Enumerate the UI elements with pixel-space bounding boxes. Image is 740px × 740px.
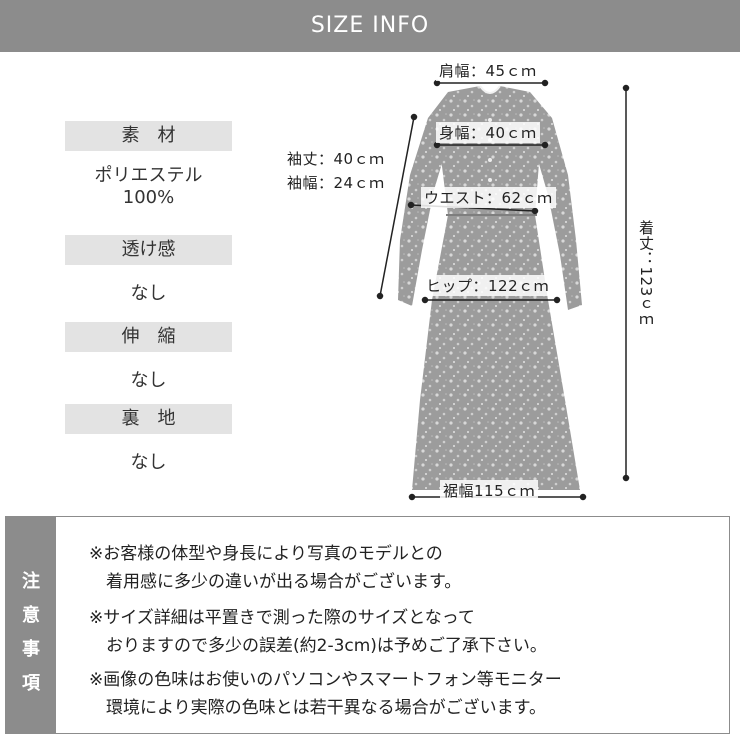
total-length-label: 着丈：123ｃｍ [637, 220, 655, 328]
bodice [440, 86, 540, 215]
waist-label: ウエスト：62ｃｍ [421, 187, 556, 208]
shoulder-width-label: 肩幅：45ｃｍ [436, 60, 540, 81]
note-line-4: おりますので多少の誤差(約2-3cm)は予めご了承下さい。 [89, 636, 547, 656]
chest-width-label: 身幅：40ｃｍ [436, 122, 540, 143]
skirt [412, 215, 580, 490]
notes-side-char-2: 意 [22, 605, 40, 626]
notes-side-label: 注 意 事 項 [6, 517, 56, 733]
stretch-label: 伸 縮 [65, 322, 232, 352]
note-line-1: ※お客様の体型や身長により写真のモデルとの [89, 544, 443, 564]
stretch-value: なし [130, 370, 167, 391]
note-line-2: 着用感に多少の違いが出る場合がございます。 [89, 572, 462, 592]
hip-label: ヒップ：122ｃｍ [423, 275, 553, 296]
material-label: 素 材 [65, 121, 232, 151]
sleeve-line [379, 116, 415, 297]
notes-side-char-3: 事 [22, 639, 40, 660]
sleeve-length-label: 袖丈：40ｃｍ [287, 150, 385, 168]
size-info-title: SIZE INFO [310, 13, 430, 38]
lining-value: なし [130, 452, 167, 473]
note-line-5: ※画像の色味はお使いのパソコンやスマートフォン等モニター [89, 670, 562, 690]
sleeve-width-label: 袖幅：24ｃｍ [287, 174, 385, 192]
material-value-line1: ポリエステル [94, 165, 203, 186]
transparency-label: 透け感 [65, 235, 232, 265]
material-value-line2: 100% [122, 187, 175, 208]
note-line-3: ※サイズ詳細は平置きで測った際のサイズとなって [89, 608, 475, 628]
notes-side-char-1: 注 [22, 571, 40, 592]
size-info-header: SIZE INFO [0, 0, 740, 52]
note-line-6: 環境により実際の色味とは若干異なる場合がございます。 [89, 698, 546, 718]
lining-label: 裏 地 [65, 404, 232, 434]
hem-width-label: 裾幅115ｃｍ [440, 480, 539, 501]
notes-box: 注 意 事 項 ※お客様の体型や身長により写真のモデルとの 着用感に多少の違いが… [5, 516, 730, 734]
transparency-value: なし [130, 283, 167, 304]
notes-side-char-4: 項 [22, 673, 40, 694]
